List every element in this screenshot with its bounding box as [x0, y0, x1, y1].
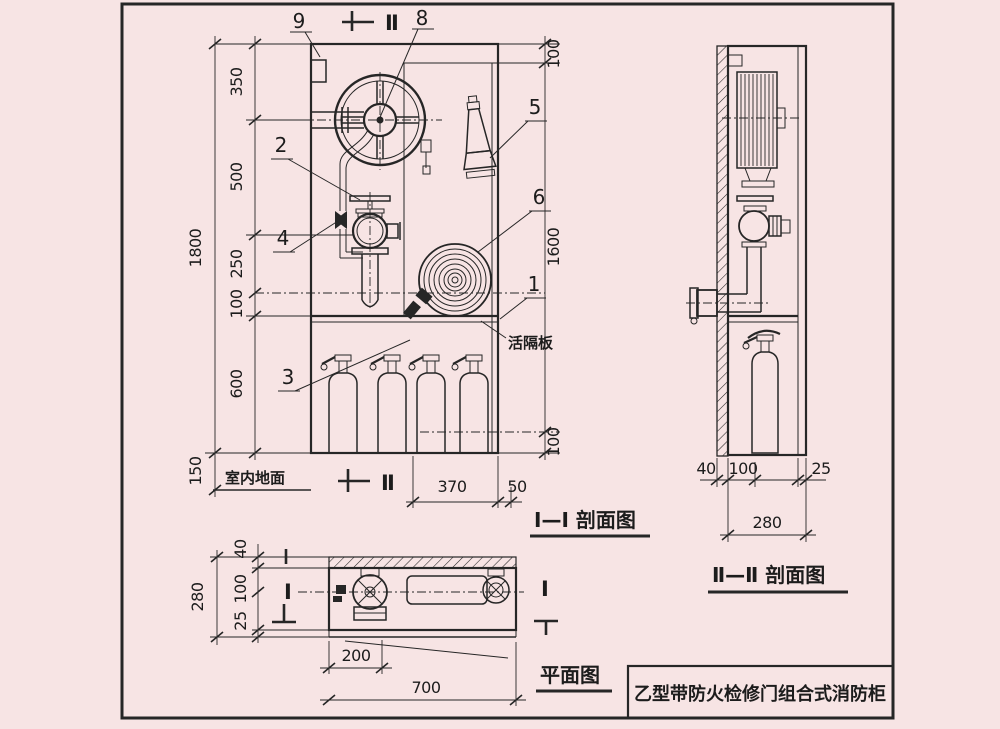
section-line-I-markers: Ⅰ Ⅰ [272, 549, 558, 635]
extinguisher-side [742, 329, 781, 454]
dim-total-height: 1800 [186, 228, 205, 267]
callout-2: 2 [275, 133, 288, 157]
dim-350: 350 [227, 67, 246, 96]
partition-label: 活隔板 [508, 334, 554, 352]
dim-500: 500 [227, 162, 246, 191]
callout-9: 9 [293, 9, 306, 33]
dim-plan-100: 100 [231, 574, 250, 603]
dim-plan-280: 280 [188, 582, 207, 611]
title-block: 乙型带防火检修门组合式消防柜 [626, 664, 895, 720]
door-leader-line [344, 640, 509, 659]
side-view [686, 44, 808, 457]
wall-hatch [716, 45, 729, 457]
dim-plan-40: 40 [231, 539, 250, 559]
dim-plan-200: 200 [341, 646, 370, 665]
dim-370: 370 [437, 477, 466, 496]
reel-feed-pipe [335, 129, 375, 259]
callout-6: 6 [533, 185, 546, 209]
dim-50: 50 [507, 477, 527, 496]
callout-4: 4 [277, 226, 290, 250]
sheet-border [120, 2, 895, 720]
callout-3: 3 [282, 365, 295, 389]
wall-hatch-plan [328, 556, 517, 569]
hose-reel-side [722, 71, 801, 188]
section-marker-I-right: Ⅰ [541, 577, 549, 601]
front-view-label: Ⅰ—Ⅰ 剖面图 [534, 508, 636, 532]
dim-side-280: 280 [752, 513, 781, 532]
drawing-title: 乙型带防火检修门组合式消防柜 [634, 683, 886, 705]
dim-250: 250 [227, 249, 246, 278]
coiled-hose [403, 243, 492, 320]
section-marker-I-left: Ⅰ [284, 580, 292, 604]
hose-reel-front [300, 72, 442, 175]
side-view-label: Ⅱ—Ⅱ 剖面图 [712, 563, 825, 587]
reel-axle-plan [482, 568, 510, 604]
callout-8: 8 [416, 6, 429, 30]
dim-100-top-right: 100 [544, 39, 563, 68]
hydrant-valve-side [686, 195, 791, 325]
floor-label: 室内地面 [225, 469, 285, 487]
dim-plan-700: 700 [411, 678, 440, 697]
front-cabinet-outline [309, 42, 500, 455]
hydrant-valve-front [349, 192, 401, 311]
section-marker-II-top: Ⅱ [385, 11, 399, 35]
door-hinge-bracket [310, 59, 327, 83]
dim-side-40: 40 [696, 459, 716, 478]
hose-guide-clamp [420, 139, 432, 153]
plan-view-label: 平面图 [540, 663, 600, 687]
extinguisher [369, 354, 407, 454]
dim-1600: 1600 [544, 227, 563, 266]
callout-5: 5 [529, 95, 542, 119]
extinguisher [408, 354, 446, 454]
dim-side-25: 25 [811, 459, 830, 478]
dim-100-left: 100 [227, 289, 246, 318]
dim-600: 600 [227, 369, 246, 398]
extinguisher [320, 354, 358, 454]
front-view [255, 42, 560, 455]
dim-100-bottom-right: 100 [544, 427, 563, 456]
fire-extinguishers-front [320, 354, 489, 454]
side-view-dimensions: 40 100 25 280 [696, 458, 831, 542]
section-marker-II-bottom: Ⅱ [381, 471, 395, 495]
side-cabinet-outline [726, 44, 808, 457]
section-line-II-markers: Ⅱ Ⅱ [338, 11, 399, 495]
plan-cabinet-outline [327, 566, 518, 632]
plan-view-dimensions: 280 40 100 25 200 700 [188, 539, 526, 706]
front-view-callouts: 9 8 2 4 3 5 6 1 活隔板 [271, 6, 554, 392]
front-view-dimensions: 1800 350 500 250 100 600 150 100 1600 10… [186, 36, 563, 508]
extinguisher [451, 354, 489, 454]
callout-1: 1 [528, 272, 541, 296]
hydrant-valve-plan [333, 567, 388, 621]
dim-side-100: 100 [728, 459, 757, 478]
plan-view [298, 556, 524, 659]
door-recess-plan [406, 575, 488, 605]
nozzle [463, 95, 497, 179]
hose-end-coupling [415, 287, 433, 305]
dim-base-height: 150 [186, 456, 205, 485]
dim-plan-25: 25 [231, 611, 250, 630]
